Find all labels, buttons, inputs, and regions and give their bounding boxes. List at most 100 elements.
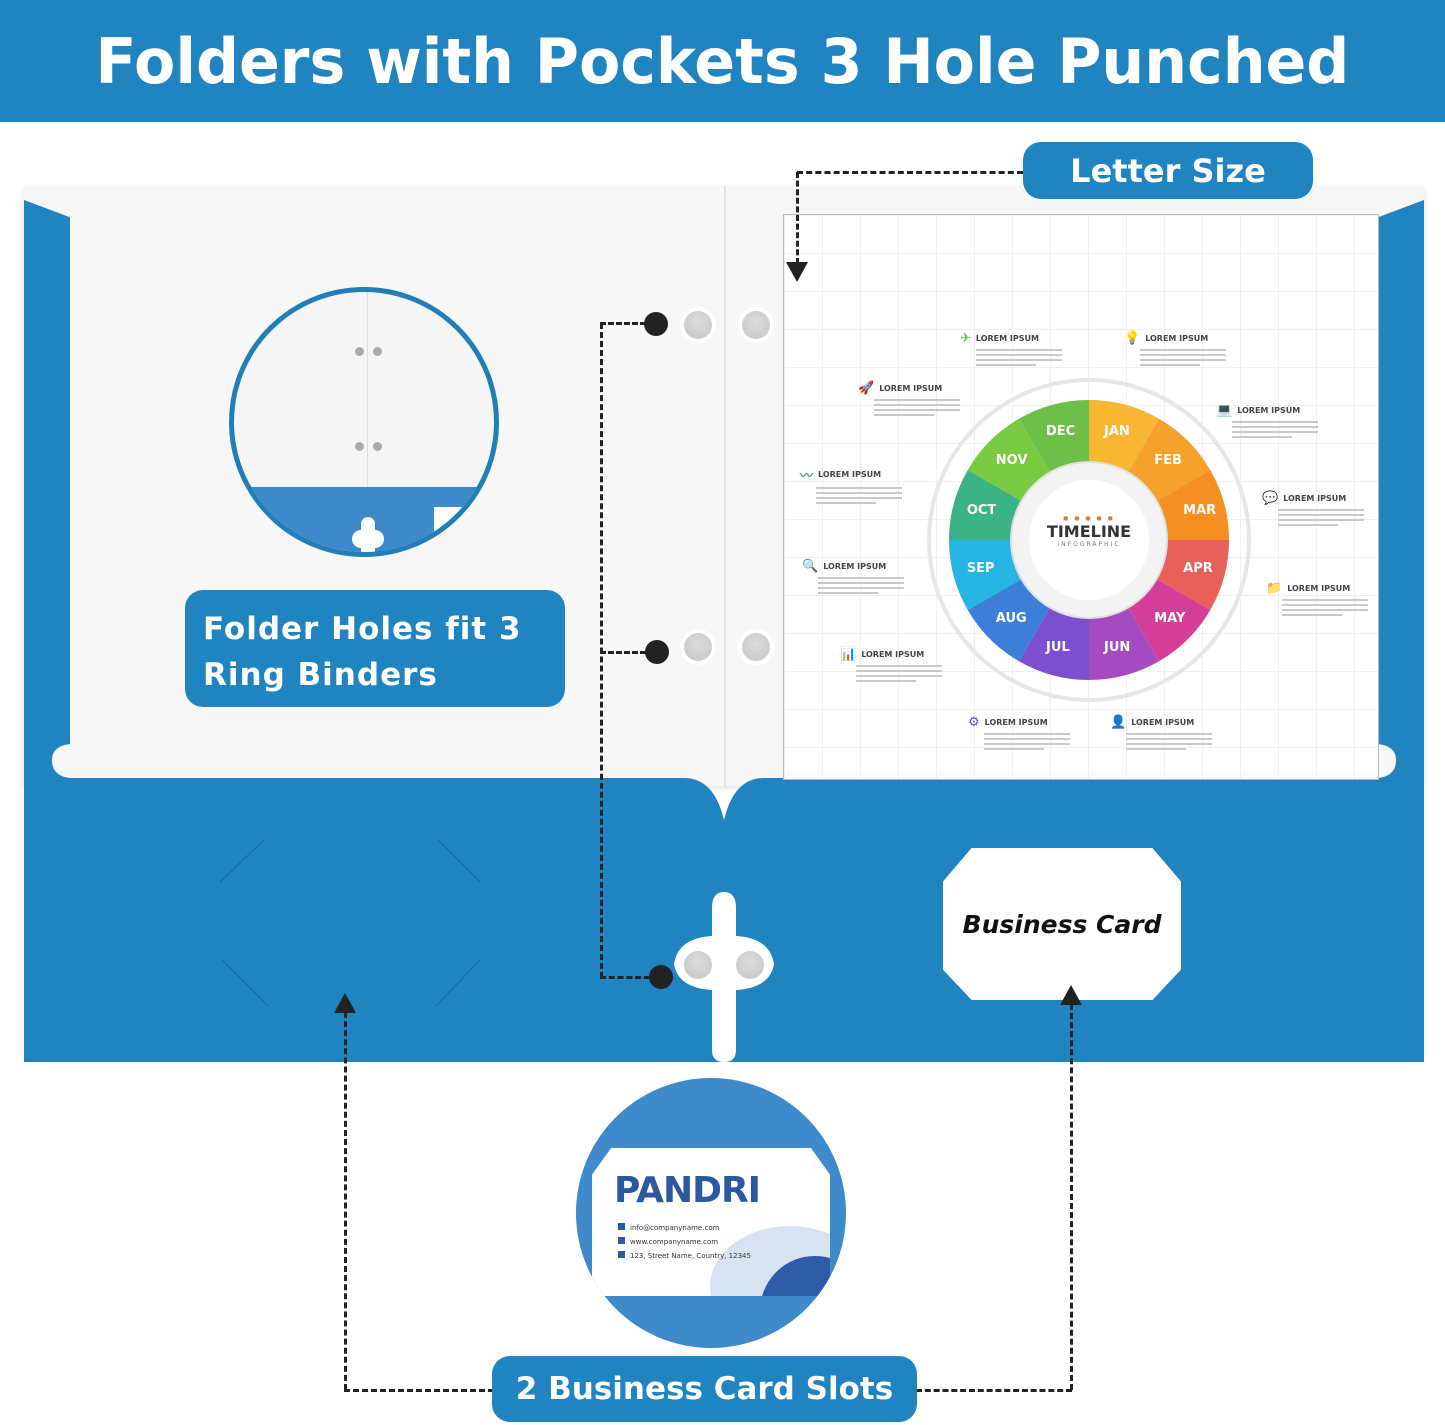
dashed-connector [916,1389,1072,1392]
wheel-segment-aug [967,579,1050,662]
wheel-segment-jul [1019,607,1089,680]
person-icon: 👤 [1110,715,1127,730]
card-email: info@companyname.com [630,1224,720,1232]
wheel-segment-jun [1089,607,1159,680]
info-item-title: LOREM IPSUM [984,718,1048,727]
center-subtitle: INFOGRAPHIC [1057,541,1121,548]
wheel-segment-apr [1156,540,1229,610]
dashed-connector [600,323,603,978]
info-item: ✈ LOREM IPSUM [960,331,1070,369]
card-address: 123, Street Name, Country, 12345 [630,1252,751,1260]
info-item-title: LOREM IPSUM [975,334,1039,343]
dashed-connector [600,322,646,325]
info-item: ⚙ LOREM IPSUM [968,715,1078,753]
binder-hole [742,311,770,339]
gears-icon: ⚙ [968,715,980,730]
location-icon [618,1251,625,1258]
info-item: 📁LOREM IPSUM [1266,581,1376,619]
globe-icon [618,1237,625,1244]
binder-hole [684,311,712,339]
business-card-magnifier: PANDRI info@companyname.com www.companyn… [576,1078,846,1348]
info-item: 〰 LOREM IPSUM [800,465,910,507]
month-label-jul: JUL [1046,640,1070,656]
dashed-connector [600,651,646,654]
month-label-dec: DEC [1046,423,1076,439]
title-banner: Folders with Pockets 3 Hole Punched [0,0,1445,122]
holes-callout: Folder Holes fit 3 Ring Binders [185,590,565,707]
dashed-connector [797,171,1023,174]
info-item-title: LOREM IPSUM [1145,334,1209,343]
holes-callout-line2: Ring Binders [203,657,438,693]
letter-size-label: Letter Size [1023,142,1313,199]
wheel-segment-nov [967,418,1050,501]
pointer-dot [645,640,669,664]
info-item: 🔍LOREM IPSUM [802,559,912,597]
laptop-icon: 💻 [1216,403,1233,418]
month-label-mar: MAR [1183,503,1217,518]
info-item: 🚀 LOREM IPSUM [858,381,968,419]
pointer-dot [644,312,668,336]
info-item: 👤 LOREM IPSUM [1110,715,1220,753]
folder-spine [724,186,726,786]
dashed-connector [600,976,650,979]
binder-hole [684,951,712,979]
right-flap [1378,200,1424,1062]
dashed-connector [344,1389,494,1392]
hole-detail-magnifier [229,287,499,557]
wheel-segment-oct [949,470,1022,540]
info-item: 💬 LOREM IPSUM [1262,491,1372,529]
wheel-segment-feb [1128,418,1211,501]
business-card-slots-label: 2 Business Card Slots [492,1356,917,1422]
arrow-down-icon [786,262,808,282]
pockets [52,744,1396,1062]
card-contacts: info@companyname.com www.companyname.com… [618,1221,751,1263]
info-item-title: LOREM IPSUM [1287,584,1351,593]
wheel-segment-dec [1019,400,1089,473]
wheel-segment-mar [1156,470,1229,540]
business-card-slot: Business Card [943,848,1181,1000]
binder-hole [736,951,764,979]
business-card-label: Business Card [962,909,1162,939]
dashed-connector [1070,1004,1073,1390]
info-item-title: LOREM IPSUM [1131,718,1195,727]
info-item-title: LOREM IPSUM [1283,494,1347,503]
info-item: 💡 LOREM IPSUM [1124,331,1234,369]
pointer-dot [649,965,673,989]
dashed-connector [796,172,799,264]
lightbulb-icon: 💡 [1124,331,1141,346]
sample-business-card: PANDRI info@companyname.com www.companyn… [592,1148,830,1296]
wheel-segment-jan [1089,400,1159,473]
center-title: TIMELINE [1046,522,1132,541]
dashed-connector [344,1012,347,1390]
rocket-icon: 🚀 [858,381,875,396]
wheel-segment-sep [949,540,1022,610]
card-brand: PANDRI [614,1170,761,1211]
paper-plane-icon: ✈ [960,331,971,346]
month-label-may: MAY [1154,611,1186,627]
card-website: www.companyname.com [630,1238,719,1246]
wheel-center-label: ● ● ● ● ● TIMELINE INFOGRAPHIC [1034,515,1144,548]
chat-bubbles-icon: 💬 [1262,491,1279,506]
month-label-jan: JAN [1103,423,1130,439]
arrow-up-icon [334,993,356,1013]
search-icon: 🔍 [802,559,819,574]
email-icon [618,1223,625,1230]
info-item-title: LOREM IPSUM [818,470,882,479]
letter-size-sheet: ● ● ● ● ● TIMELINE INFOGRAPHIC JAN FEB MAR… [783,214,1379,780]
page-title: Folders with Pockets 3 Hole Punched [95,24,1350,98]
info-item: 📊 LOREM IPSUM [840,647,950,685]
month-label-apr: APR [1183,560,1213,576]
info-item-title: LOREM IPSUM [861,650,925,659]
bar-chart-icon: 📊 [840,647,857,662]
wheel-segment-may [1128,579,1211,662]
info-item-title: LOREM IPSUM [879,384,943,393]
trend-line-icon: 〰 [800,469,814,484]
month-label-nov: NOV [995,452,1028,468]
month-label-oct: OCT [966,503,997,518]
month-label-feb: FEB [1154,452,1182,468]
info-item-title: LOREM IPSUM [1237,406,1301,415]
binder-hole [742,633,770,661]
month-label-jun: JUN [1103,640,1131,656]
month-label-sep: SEP [966,560,995,576]
